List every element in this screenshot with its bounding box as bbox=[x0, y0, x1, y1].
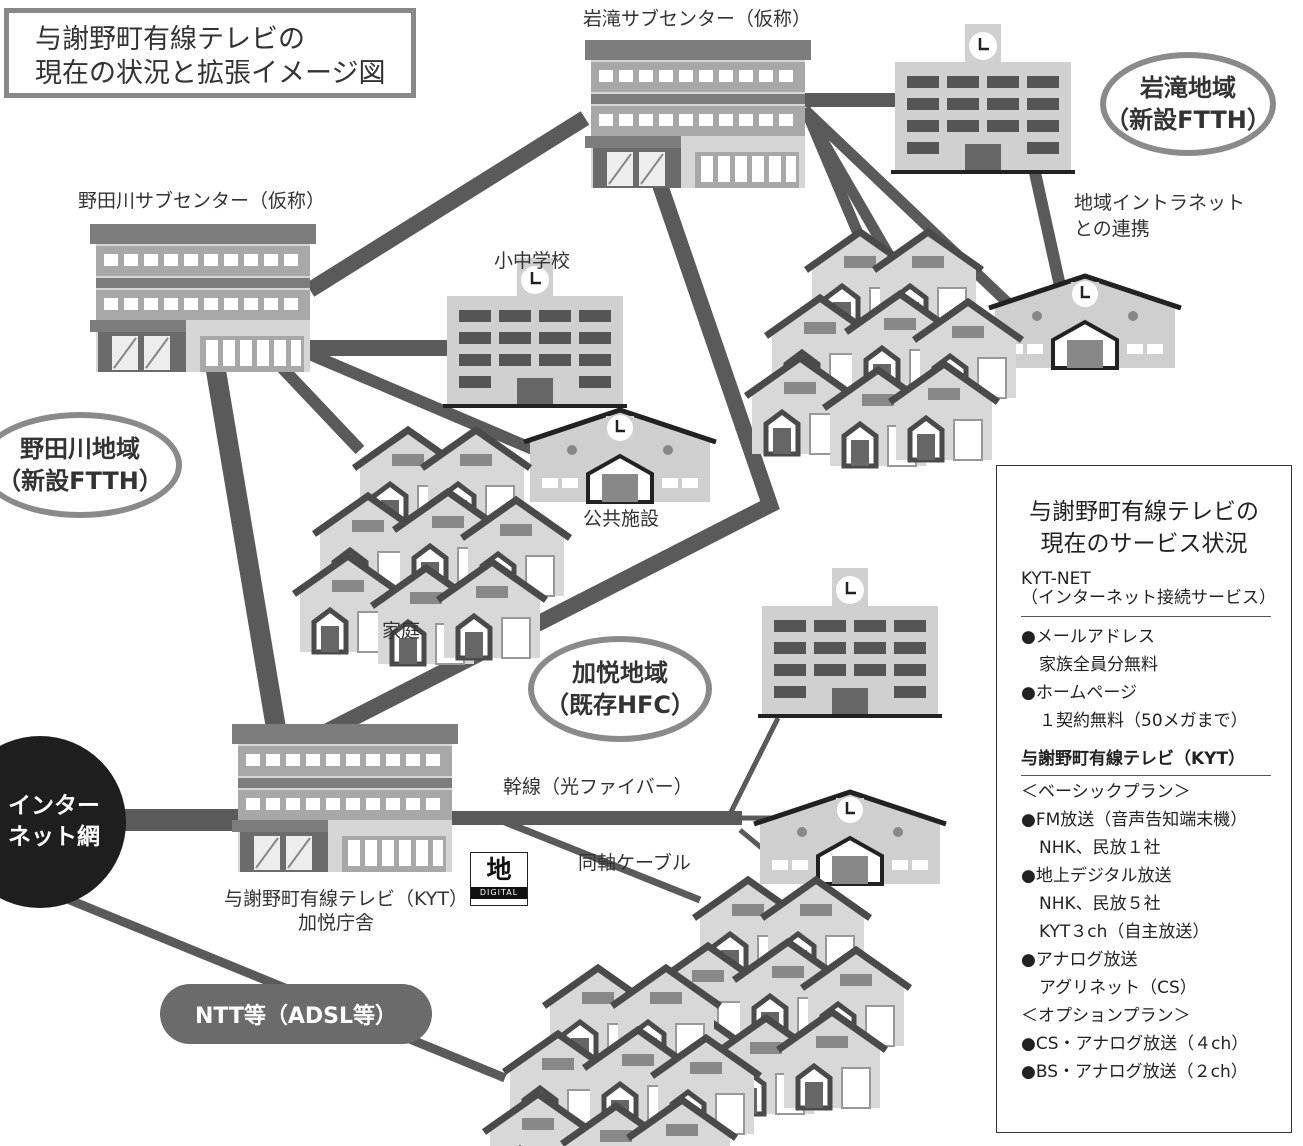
digital-logo-text: DIGITAL bbox=[471, 887, 527, 899]
kyt-label-1: 与謝野町有線テレビ（KYT） bbox=[224, 888, 468, 910]
fm-detail: NHK、民放１社 bbox=[1039, 838, 1161, 858]
ntt-adsl-badge: NTT等（ADSL等） bbox=[160, 984, 432, 1044]
digital-logo: 地 DIGITAL bbox=[470, 852, 528, 906]
internet-line1: インター bbox=[8, 793, 100, 819]
region-kaya-line2: （既存HFC） bbox=[544, 691, 696, 719]
option-plan: ＜オプションプラン＞ bbox=[1021, 1006, 1191, 1026]
intranet-label-2: との連携 bbox=[1074, 218, 1150, 240]
region-nodagawa: 野田川地域 （新設FTTH） bbox=[0, 412, 182, 518]
services-title-1: 与謝野町有線テレビの bbox=[1029, 499, 1259, 525]
intranet-label-1: 地域イントラネット bbox=[1074, 192, 1246, 214]
divider bbox=[1021, 775, 1271, 776]
digital-logo-kanji: 地 bbox=[486, 855, 512, 884]
school-building bbox=[441, 256, 629, 410]
public-facility-building bbox=[524, 410, 716, 502]
basic-plan: ＜ベーシックプラン＞ bbox=[1021, 782, 1191, 802]
iwataki-center-label: 岩滝サブセンター（仮称） bbox=[583, 8, 812, 30]
divider bbox=[1021, 616, 1271, 617]
analog-item: ●アナログ放送 bbox=[1021, 950, 1138, 970]
kaya-facility-building bbox=[754, 792, 946, 884]
net-name: KYT-NET bbox=[1021, 569, 1091, 589]
mail-item: ●メールアドレス bbox=[1021, 627, 1155, 647]
school-label: 小中学校 bbox=[494, 250, 571, 272]
kaya-school-building bbox=[756, 566, 944, 720]
region-nodagawa-line2: （新設FTTH） bbox=[0, 467, 163, 495]
public-facility-label: 公共施設 bbox=[583, 508, 660, 530]
region-nodagawa-line1: 野田川地域 bbox=[20, 435, 140, 463]
nodagawa-subcenter-building bbox=[89, 223, 317, 373]
fm-item: ●FM放送（音声告知端末機） bbox=[1021, 810, 1248, 830]
services-panel: 与謝野町有線テレビの 現在のサービス状況 KYT-NET （インターネット接続サ… bbox=[996, 465, 1292, 1133]
kyt-heading: 与謝野町有線テレビ（KYT） bbox=[1021, 749, 1246, 769]
iwataki-subcenter-building bbox=[584, 39, 812, 189]
dtv-detail-2: KYT３ch（自主放送） bbox=[1039, 922, 1210, 942]
trunk-label: 幹線（光ファイバー） bbox=[503, 776, 693, 798]
kyt-label-2: 加悦庁舎 bbox=[298, 912, 375, 934]
title-line1: 与謝野町有線テレビの bbox=[35, 24, 305, 55]
iwataki-facility-building bbox=[989, 276, 1181, 368]
region-kaya-line1: 加悦地域 bbox=[572, 659, 668, 687]
net-desc: （インターネット接続サービス） bbox=[1021, 588, 1276, 608]
internet-line2: ネット網 bbox=[8, 824, 100, 850]
nodagawa-center-label: 野田川サブセンター（仮称） bbox=[78, 190, 326, 212]
cs-item: ●CS・アナログ放送（４ch） bbox=[1021, 1034, 1249, 1054]
title-line2: 現在の状況と拡張イメージ図 bbox=[35, 58, 386, 89]
homes-label: 家庭 bbox=[382, 620, 421, 642]
coax-label: 同軸ケーブル bbox=[578, 852, 691, 874]
region-kaya: 加悦地域 （既存HFC） bbox=[528, 636, 712, 742]
mail-detail: 家族全員分無料 bbox=[1039, 655, 1158, 675]
diagram-title: 与謝野町有線テレビの 現在の状況と拡張イメージ図 bbox=[4, 8, 416, 98]
region-iwataki: 岩滝地域 （新設FTTH） bbox=[1100, 52, 1276, 156]
homes-cluster-iwataki bbox=[746, 232, 1022, 466]
region-iwataki-line1: 岩滝地域 bbox=[1140, 74, 1236, 102]
homepage-detail: １契約無料（50メガまで） bbox=[1039, 711, 1248, 731]
dtv-detail-1: NHK、民放５社 bbox=[1039, 894, 1161, 914]
bs-item: ●BS・アナログ放送（２ch） bbox=[1021, 1062, 1248, 1082]
region-iwataki-line2: （新設FTTH） bbox=[1105, 106, 1271, 134]
services-title-2: 現在のサービス状況 bbox=[1040, 531, 1248, 557]
iwataki-school-building bbox=[889, 22, 1077, 176]
homepage-item: ●ホームページ bbox=[1021, 683, 1137, 703]
kyt-kaya-building bbox=[231, 723, 459, 873]
analog-detail: アグリネット（CS） bbox=[1039, 978, 1197, 998]
dtv-item: ●地上デジタル放送 bbox=[1021, 866, 1172, 886]
homes-cluster-nodagawa bbox=[294, 430, 570, 664]
